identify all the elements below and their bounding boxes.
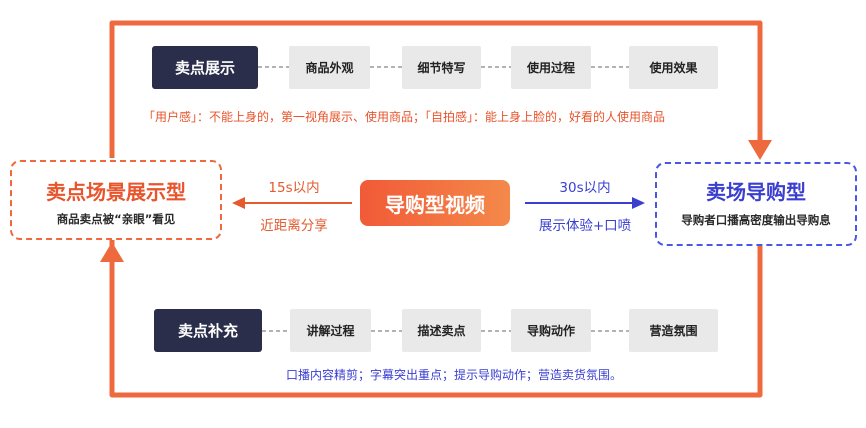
left-type-title: 卖点场景展示型 xyxy=(46,180,186,204)
top-step-4: 使用效果 xyxy=(629,46,718,89)
bottom-step-1: 讲解过程 xyxy=(290,309,371,352)
left-label-top: 15s以内 xyxy=(268,180,320,196)
bottom-title-box: 卖点补充 xyxy=(154,309,262,352)
left-type-box: 卖点场景展示型 商品卖点被“亲眼”看见 xyxy=(10,160,222,240)
left-label-bottom: 近距离分享 xyxy=(260,218,328,234)
bottom-step-2: 描述卖点 xyxy=(402,309,481,352)
arrow-up-icon xyxy=(100,242,124,262)
top-step-2: 细节特写 xyxy=(402,46,481,89)
right-type-subtitle: 导购者口播高密度输出导购息 xyxy=(681,213,831,227)
right-label-top: 30s以内 xyxy=(559,180,611,196)
top-title-box: 卖点展示 xyxy=(152,46,258,89)
top-note: 「用户感」：不能上身的，第一视角展示、使用商品；「自拍感」：能上身上脸的，好看的… xyxy=(143,110,666,124)
right-type-box: 卖场导购型 导购者口播高密度输出导购息 xyxy=(655,162,857,246)
bottom-step-3: 导购动作 xyxy=(511,309,591,352)
left-type-subtitle: 商品卖点被“亲眼”看见 xyxy=(56,212,176,226)
right-label-bottom: 展示体验+口喷 xyxy=(538,218,632,234)
loop-frame xyxy=(109,20,763,398)
arrow-down-icon xyxy=(748,140,772,160)
top-step-1: 商品外观 xyxy=(289,46,370,89)
bottom-note: 口播内容精剪；字幕突出重点；提示导购动作；营造卖货氛围。 xyxy=(285,368,622,382)
arrow-left-icon xyxy=(232,197,245,209)
top-step-3: 使用过程 xyxy=(511,46,591,89)
right-type-title: 卖场导购型 xyxy=(706,180,806,204)
bottom-step-4: 营造氛围 xyxy=(629,309,718,352)
center-title-box: 导购型视频 xyxy=(360,180,510,226)
arrow-right-icon xyxy=(632,197,645,209)
